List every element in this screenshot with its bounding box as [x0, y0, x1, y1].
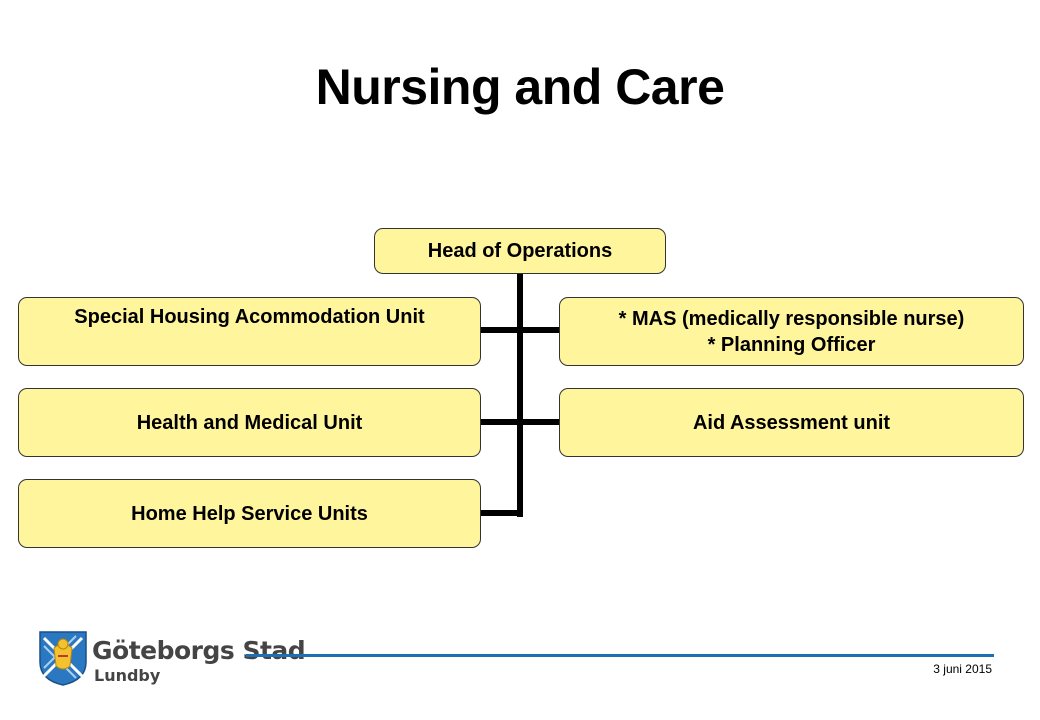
- connector-left-1: [480, 327, 520, 333]
- health-medical-unit-label: Health and Medical Unit: [136, 411, 363, 434]
- head-of-operations-label: Head of Operations: [427, 240, 613, 262]
- trunk-connector: [517, 273, 523, 517]
- connector-right-2: [520, 419, 560, 425]
- special-housing-unit-box: Special Housing Acommodation Unit: [18, 297, 481, 366]
- connector-right-1: [520, 327, 560, 333]
- logo-name: Göteborgs Stad: [92, 636, 306, 665]
- connector-left-3: [480, 510, 523, 516]
- home-help-service-label: Home Help Service Units: [131, 502, 368, 525]
- head-of-operations-box: Head of Operations: [374, 228, 666, 274]
- mas-label: * MAS (medically responsible nurse): [618, 307, 965, 330]
- mas-planning-box: * MAS (medically responsible nurse) * Pl…: [559, 297, 1024, 366]
- logo-district: Lundby: [94, 666, 161, 685]
- aid-assessment-box: Aid Assessment unit: [559, 388, 1024, 457]
- planning-officer-label: * Planning Officer: [707, 333, 876, 356]
- connector-left-2: [480, 419, 520, 425]
- slide-date: 3 juni 2015: [933, 662, 992, 676]
- home-help-service-box: Home Help Service Units: [18, 479, 481, 548]
- page-title: Nursing and Care: [315, 59, 725, 115]
- goteborgs-stad-crest-icon: [39, 631, 87, 686]
- special-housing-unit-label: Special Housing Acommodation Unit: [74, 306, 425, 328]
- health-medical-unit-box: Health and Medical Unit: [18, 388, 481, 457]
- aid-assessment-label: Aid Assessment unit: [692, 411, 891, 434]
- footer-divider: [246, 654, 994, 657]
